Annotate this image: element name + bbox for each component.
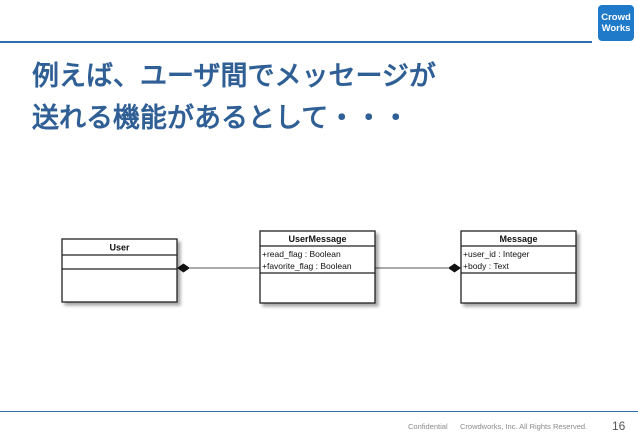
footer-rule [0, 411, 638, 412]
crowdworks-logo: Crowd Works [598, 5, 634, 41]
uml-class-usermessage [259, 230, 376, 304]
attribute-body: +body : Text [463, 261, 510, 271]
footer-confidential: Confidential [408, 422, 448, 431]
slide-title: 例えば、ユーザ間でメッセージが 送れる機能があるとして・・・ [32, 56, 592, 140]
attribute-read-flag: +read_flag : Boolean [262, 249, 341, 259]
class-name-usermessage: UserMessage [288, 234, 346, 244]
uml-class-message [460, 230, 577, 304]
logo-line-2: Works [601, 23, 631, 34]
slide-title-line-1: 例えば、ユーザ間でメッセージが [32, 61, 436, 92]
page-number: 16 [612, 419, 626, 433]
class-name-message: Message [499, 234, 537, 244]
uml-class-user [61, 238, 178, 303]
composition-diamond-message [448, 263, 461, 273]
header-rule [0, 41, 592, 43]
logo-line-1: Crowd [601, 12, 631, 23]
attribute-favorite-flag: +favorite_flag : Boolean [262, 261, 352, 271]
attribute-user-id: +user_id : Integer [463, 249, 530, 259]
composition-diamond-user [177, 263, 190, 273]
footer-copyright: Crowdworks, Inc. All Rights Reserved. [460, 422, 588, 431]
class-name-user: User [109, 243, 130, 253]
slide-title-line-2: 送れる機能があるとして・・・ [32, 103, 410, 134]
